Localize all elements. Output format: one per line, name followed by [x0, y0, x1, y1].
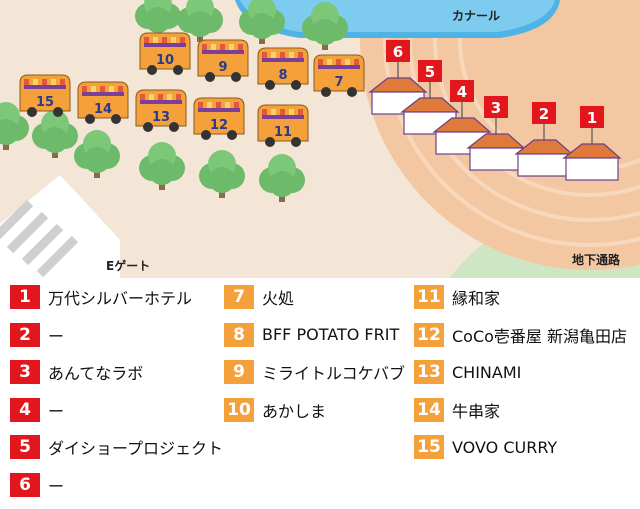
legend-column-trucks-a: 7 火処 8 BFF POTATO FRIT 9 ミライトルコケバブ 10 あかしま: [224, 284, 405, 434]
tent-icon: 4: [432, 80, 492, 155]
tent-number: 1: [587, 109, 597, 127]
shop-name: あかしま: [262, 401, 327, 421]
food-truck-icon: 11: [257, 104, 309, 147]
legend-item: 8 BFF POTATO FRIT: [224, 322, 405, 348]
tree-icon: [259, 154, 305, 202]
tree-icon: [199, 150, 245, 198]
shop-number-badge: 11: [414, 285, 444, 309]
shop-name: 牛串家: [452, 401, 501, 421]
tree-icon: [239, 0, 285, 44]
canal-label: カナール: [452, 9, 500, 23]
shop-name: BFF POTATO FRIT: [262, 325, 400, 344]
food-truck-icon: 9: [197, 39, 249, 82]
truck-number: 14: [94, 102, 112, 117]
shop-number-badge: 3: [10, 360, 40, 384]
legend-item: 13 CHINAMI: [414, 359, 627, 385]
tree-icon: [302, 2, 348, 50]
tents: 6 5 4 3 2 1: [368, 40, 622, 181]
shop-name: あんてなラボ: [48, 364, 144, 383]
shop-name: 縁和家: [452, 289, 501, 308]
food-truck-icon: 12: [193, 97, 245, 140]
shop-number-badge: 6: [10, 472, 40, 497]
tent-icon: 6: [368, 40, 428, 115]
shop-name: CoCo壱番屋 新潟亀田店: [452, 326, 628, 346]
gate-structure: [0, 175, 120, 278]
tree-icon: [135, 0, 181, 38]
tent-number: 3: [491, 99, 501, 117]
truck-number: 9: [218, 60, 227, 75]
truck-number: 7: [334, 75, 343, 90]
shop-number-badge: 9: [224, 360, 254, 384]
e-gate-label: Eゲート: [106, 258, 150, 273]
food-trucks: 10 9 8 7 15 14 13 12 11: [19, 32, 365, 147]
food-truck-icon: 10: [139, 32, 191, 75]
legend-item: 12 CoCo壱番屋 新潟亀田店: [414, 322, 627, 348]
legend-item: 5 ダイショープロジェクト: [10, 434, 223, 460]
legend-item: 9 ミライトルコケバブ: [224, 359, 405, 385]
tree-icon: [32, 110, 78, 158]
tent-number: 6: [393, 43, 403, 61]
food-truck-icon: 8: [257, 47, 309, 90]
legend-column-trucks-b: 11 縁和家 12 CoCo壱番屋 新潟亀田店 13 CHINAMI 14 牛串家 15 VOVO…: [414, 284, 627, 472]
shop-name: ー: [48, 326, 65, 346]
shop-number-badge: 12: [414, 322, 444, 347]
legend-item: 14 牛串家: [414, 397, 627, 423]
tree-icon: [0, 102, 29, 150]
food-truck-icon: 15: [19, 74, 71, 117]
tree-icon: [139, 142, 185, 190]
truck-number: 12: [210, 118, 228, 133]
shop-number-badge: 2: [10, 322, 40, 347]
shop-name: ー: [48, 476, 65, 496]
tent-icon: 2: [514, 102, 574, 177]
legend-item: 7 火処: [224, 284, 405, 310]
shop-name: ミライトルコケバブ: [262, 364, 406, 383]
tree-icon: [177, 0, 223, 42]
food-truck-icon: 7: [313, 54, 365, 97]
truck-number: 8: [278, 68, 287, 83]
shop-number-badge: 8: [224, 322, 254, 347]
truck-number: 13: [152, 110, 170, 125]
tree-icon: [74, 130, 120, 178]
shop-name: ダイショープロジェクト: [48, 439, 224, 458]
tent-number: 4: [457, 83, 467, 101]
food-truck-icon: 14: [77, 81, 129, 124]
shop-number-badge: 14: [414, 397, 444, 422]
truck-number: 10: [156, 53, 174, 68]
truck-number: 11: [274, 125, 292, 140]
legend-item: 10 あかしま: [224, 397, 405, 423]
shop-name: ー: [48, 401, 65, 421]
tent-number: 2: [539, 105, 549, 123]
legend-item: 1 万代シルバーホテル: [10, 284, 223, 310]
trees: [0, 0, 348, 202]
shop-number-badge: 7: [224, 285, 254, 309]
shop-number-badge: 10: [224, 397, 254, 422]
shop-name: 万代シルバーホテル: [48, 289, 193, 308]
shop-name: VOVO CURRY: [452, 437, 558, 457]
shop-number-badge: 4: [10, 397, 40, 422]
legend-item: 11 縁和家: [414, 284, 627, 310]
legend-item: 15 VOVO CURRY: [414, 434, 627, 460]
legend-item: 3 あんてなラボ: [10, 359, 223, 385]
tent-number: 5: [425, 63, 435, 81]
shop-number-badge: 13: [414, 360, 444, 384]
tent-icon: 1: [562, 106, 622, 181]
truck-number: 15: [36, 95, 54, 110]
shop-number-badge: 1: [10, 285, 40, 309]
shop-name: CHINAMI: [452, 362, 522, 382]
shop-number-badge: 15: [414, 435, 444, 459]
food-truck-icon: 13: [135, 89, 187, 132]
shop-number-badge: 5: [10, 435, 40, 459]
tent-icon: 3: [466, 96, 526, 171]
event-map: カナール Eゲート 地下通路 10 9 8 7 15 14 13 12 11 6 5 4 3 2 1: [0, 0, 640, 278]
shop-name: 火処: [262, 289, 295, 308]
underground-label: 地下通路: [572, 252, 621, 267]
